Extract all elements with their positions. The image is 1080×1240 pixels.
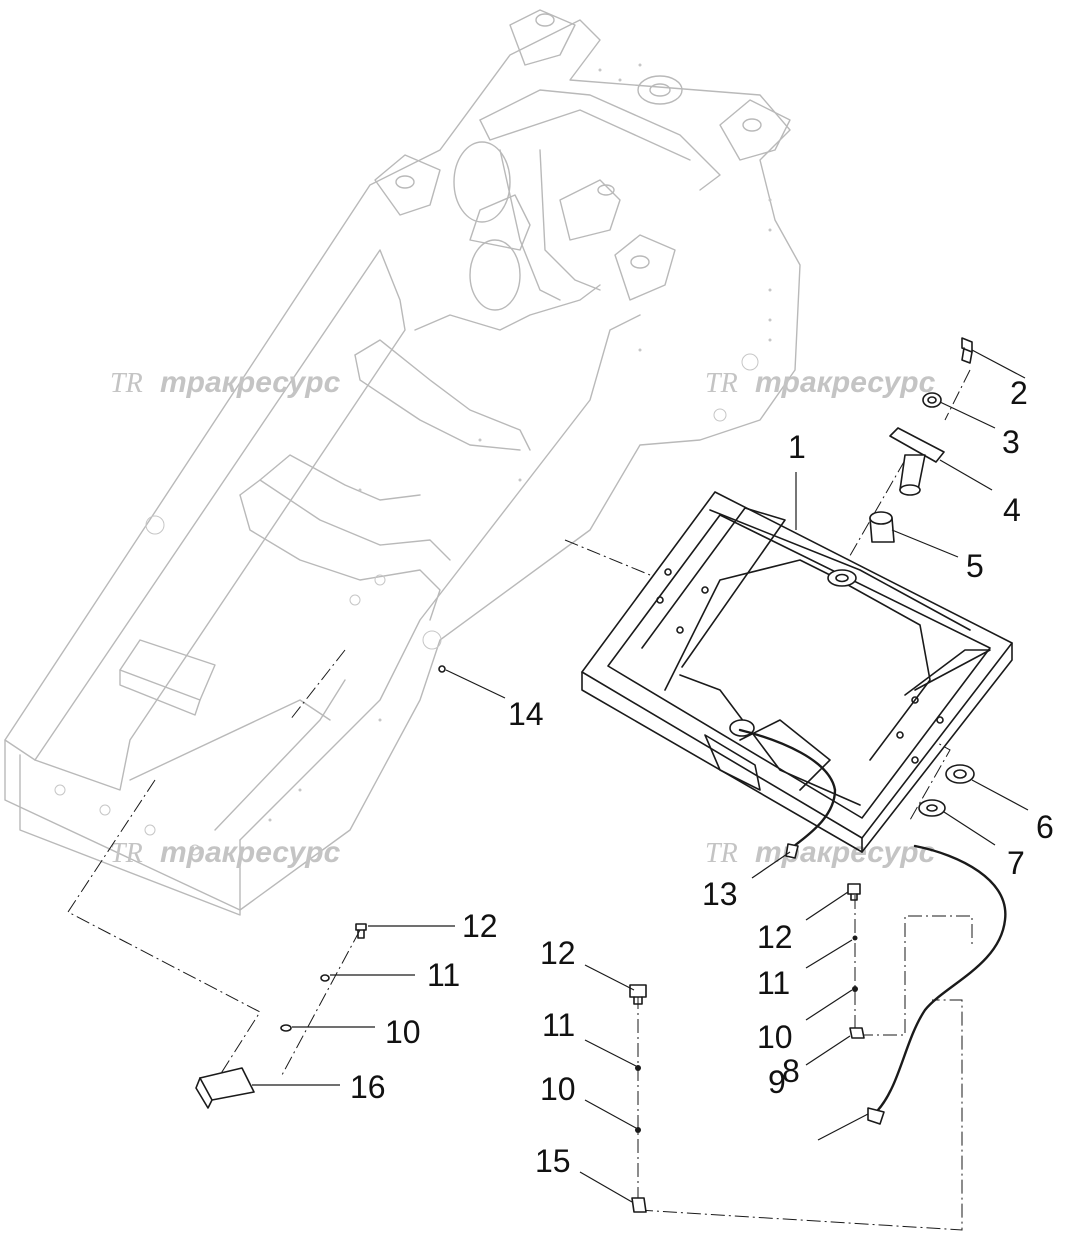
pin-part-4 xyxy=(889,427,945,496)
callout-10-right: 10 xyxy=(757,1019,793,1055)
watermark-logo: TR xyxy=(110,838,143,869)
callout-16: 16 xyxy=(350,1069,386,1105)
seat-suspension-frame xyxy=(581,491,1013,853)
terminal-part-13 xyxy=(738,728,837,859)
watermark-text: тракресурс xyxy=(160,366,341,399)
watermark-logo: TR xyxy=(110,368,143,399)
callout-5: 5 xyxy=(966,548,984,584)
callout-1: 1 xyxy=(788,429,806,465)
callout-12-middle: 12 xyxy=(540,935,576,971)
bushing-part-5 xyxy=(869,511,895,543)
watermark-text: тракресурс xyxy=(755,366,936,399)
watermark-bottom-right: TR тракресурс xyxy=(705,836,936,869)
washer-part-7 xyxy=(918,799,946,817)
callout-4: 4 xyxy=(1003,492,1021,528)
bolt-stack-right xyxy=(847,883,861,992)
callout-labels: 1 2 3 4 5 6 7 8 9 10 10 10 11 11 11 12 1… xyxy=(350,375,1054,1179)
leader-lines xyxy=(252,349,1029,1203)
frame-rivets xyxy=(268,63,772,822)
bolt-part-2 xyxy=(961,337,973,364)
callout-2: 2 xyxy=(1010,375,1028,411)
callout-11-middle: 11 xyxy=(542,1007,575,1043)
callout-7: 7 xyxy=(1007,845,1025,881)
rail-holes xyxy=(54,353,759,856)
ground-cable-part-8 xyxy=(867,844,1007,1125)
callout-14: 14 xyxy=(508,696,544,732)
callout-10-left: 10 xyxy=(385,1014,421,1050)
watermark-logo: TR xyxy=(705,368,738,399)
watermark-text: тракресурс xyxy=(755,836,936,869)
terminal-part-9 xyxy=(849,1027,865,1039)
callout-12-right: 12 xyxy=(757,919,793,955)
bolt-part-14 xyxy=(438,665,446,673)
watermark-bottom-left: TR тракресурс xyxy=(110,836,341,869)
callout-6: 6 xyxy=(1036,809,1054,845)
watermark-logo: TR xyxy=(705,838,738,869)
callout-11-left: 11 xyxy=(427,957,460,993)
callout-15: 15 xyxy=(535,1143,571,1179)
washer-part-3 xyxy=(922,392,942,408)
terminal-part-15 xyxy=(631,1197,647,1213)
callout-8: 8 xyxy=(782,1053,800,1089)
bolt-stack-middle xyxy=(629,984,647,1133)
callout-13: 13 xyxy=(702,876,738,912)
callout-11-right: 11 xyxy=(757,965,790,1001)
watermark-top-right: TR тракресурс xyxy=(705,366,936,399)
callout-9: 9 xyxy=(768,1064,786,1100)
callout-12-left: 12 xyxy=(462,908,498,944)
washer-part-6 xyxy=(945,764,975,784)
watermark-text: тракресурс xyxy=(160,836,341,869)
bracket-part-16 xyxy=(195,1067,255,1109)
watermark-top-left: TR тракресурс xyxy=(110,366,341,399)
callout-10-middle: 10 xyxy=(540,1071,576,1107)
callout-3: 3 xyxy=(1002,424,1020,460)
tractor-frame xyxy=(4,9,801,916)
bolt-stack-left xyxy=(280,923,367,1032)
